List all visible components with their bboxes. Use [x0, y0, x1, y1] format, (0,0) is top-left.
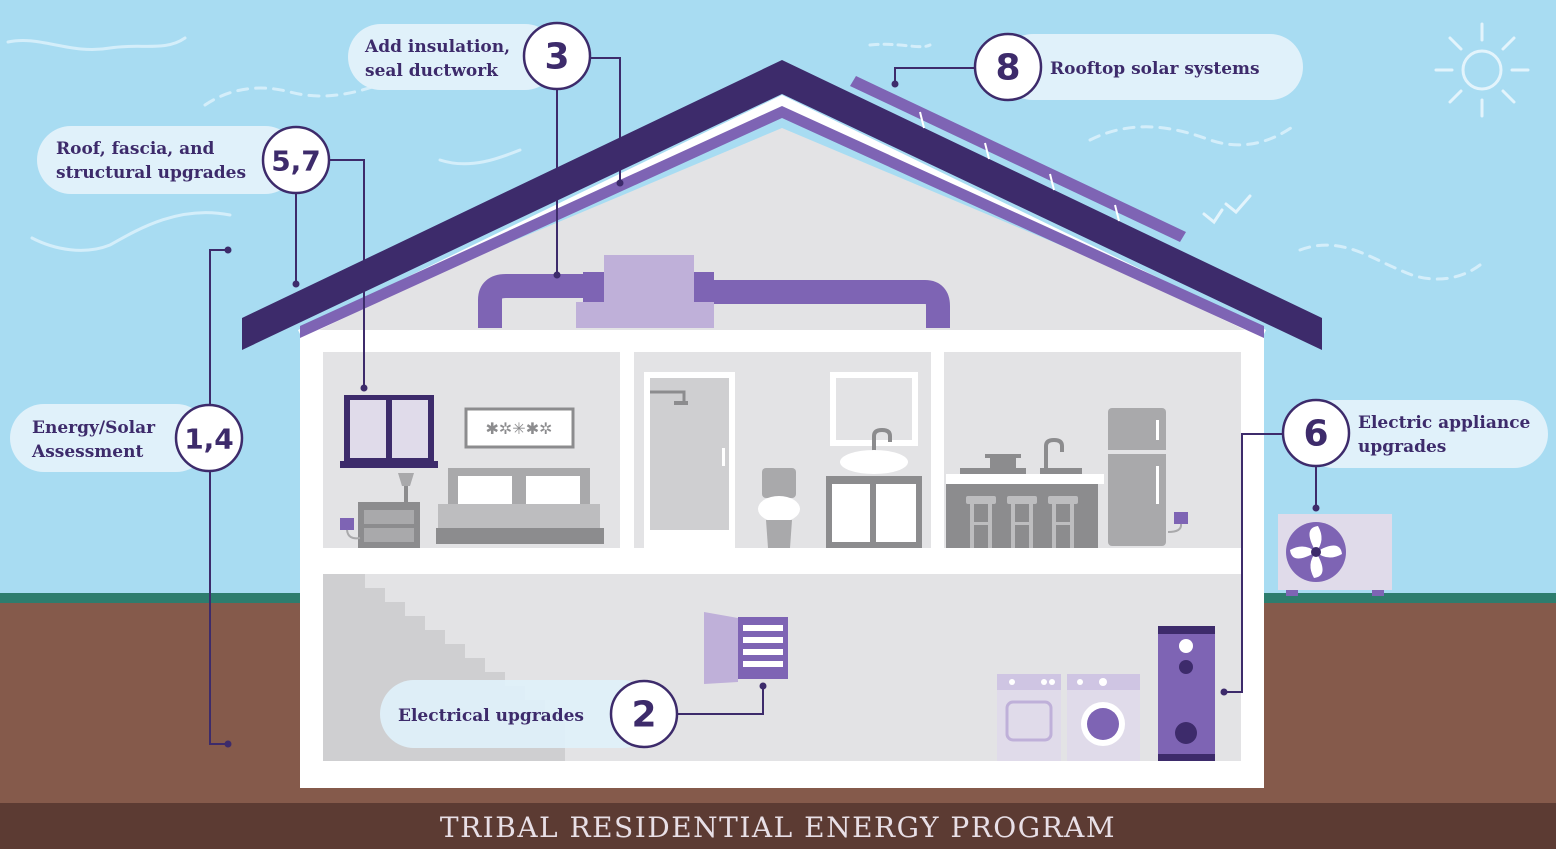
footer-band [0, 803, 1556, 849]
callout-label: Electric appliance [1358, 413, 1531, 433]
callout-appliance: Electric appliance upgrades 6 [1281, 398, 1548, 468]
sun-icon [1434, 22, 1530, 118]
callout-number: 3 [544, 37, 569, 78]
callout-number: 2 [631, 695, 656, 736]
bed-icon [436, 468, 604, 544]
callout-insulation: Add insulation, seal ductwork 3 [348, 21, 592, 91]
callout-label: Add insulation, [364, 37, 510, 57]
nightstand [358, 473, 420, 548]
outlet-icon-kitchen [1167, 512, 1188, 533]
callout-number: 5,7 [271, 145, 321, 178]
callout-label: Assessment [31, 442, 143, 462]
washer-icon [1067, 674, 1140, 761]
fan-icon [1278, 514, 1392, 596]
water-heater-icon [1158, 626, 1215, 761]
svg-text:✱✲✳✱✲: ✱✲✳✱✲ [485, 419, 552, 438]
callout-label: Electrical upgrades [398, 706, 584, 726]
ductwork [478, 255, 950, 328]
shower-icon [644, 372, 735, 548]
outlet-icon [340, 518, 361, 540]
solar-panel-array [850, 76, 1186, 242]
callout-label: structural upgrades [56, 163, 246, 183]
callout-label: upgrades [1358, 437, 1446, 457]
refrigerator-icon [1108, 408, 1166, 546]
wall-art: ✱✲✳✱✲ [464, 407, 575, 449]
electrical-panel-icon [704, 612, 788, 684]
callout-roof: Roof, fascia, and structural upgrades 5,… [37, 125, 331, 195]
footer-title: TRIBAL RESIDENTIAL ENERGY PROGRAM [440, 811, 1116, 844]
callout-label: Rooftop solar systems [1050, 59, 1260, 79]
sky-decoration [6, 36, 1482, 281]
toilet-icon [758, 468, 800, 548]
dryer-icon [997, 674, 1061, 761]
bar-stools [966, 496, 1078, 548]
bird-icon [1202, 194, 1252, 225]
callout-assessment: Energy/Solar Assessment 1,4 [10, 403, 244, 473]
connector-lines [209, 57, 1317, 745]
callout-electrical: Electrical upgrades 2 [380, 679, 679, 749]
callout-number: 1,4 [184, 423, 234, 456]
connector-dots [224, 80, 1320, 748]
callout-number: 8 [995, 48, 1020, 89]
callout-label: Energy/Solar [32, 418, 156, 438]
callout-number: 6 [1303, 414, 1328, 455]
sink-icon [826, 427, 922, 548]
callout-label: seal ductwork [365, 61, 499, 81]
window-icon [340, 395, 438, 468]
callout-solar: Rooftop solar systems 8 [973, 32, 1303, 102]
callout-label: Roof, fascia, and [56, 139, 215, 159]
mirror [830, 372, 918, 446]
